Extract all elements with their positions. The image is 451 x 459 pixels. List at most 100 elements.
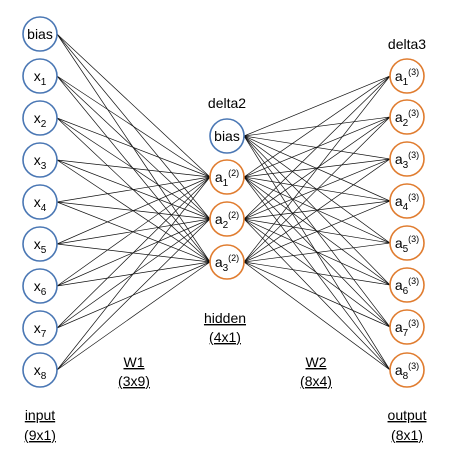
output-node-a8: a8(3) [389, 352, 425, 388]
input-node-x5-label: x5 [34, 236, 47, 256]
input-node-x5-circle [22, 226, 58, 262]
w2-dims: (8x4) [300, 373, 332, 389]
input-node-x4: x4 [22, 184, 58, 220]
edge-hidden-2-output-6 [243, 218, 391, 328]
output-node-a1-label: a1(3) [395, 67, 419, 88]
input-node-x2-circle [22, 100, 58, 136]
input-node-x7-label: x7 [34, 320, 47, 340]
edge-input-8-hidden-3 [56, 261, 211, 371]
edge-hidden-3-output-4 [243, 242, 391, 263]
output-node-a2: a2(3) [389, 99, 425, 135]
input-node-x3-circle [22, 142, 58, 178]
hidden-layer-label: hidden [204, 310, 246, 326]
output-node-a4: a4(3) [389, 183, 425, 219]
edge-hidden-3-output-3 [243, 200, 391, 263]
output-node-a2-label: a2(3) [395, 108, 419, 129]
input-node-x6: x6 [22, 268, 58, 304]
edge-hidden-2-output-2 [243, 158, 391, 220]
edge-input-1-hidden-3 [56, 75, 211, 263]
output-node-a3-circle [389, 141, 425, 177]
connection-edges [56, 33, 391, 371]
edge-input-5-hidden-1 [56, 176, 211, 245]
output-node-a1: a1(3) [389, 58, 425, 94]
edge-hidden-2-output-4 [243, 218, 391, 244]
input-node-x7-circle [22, 310, 58, 346]
output-node-a7-circle [389, 309, 425, 345]
output-node-a6-circle [389, 267, 425, 303]
input-node-x3: x3 [22, 142, 58, 178]
output-node-a6: a6(3) [389, 267, 425, 303]
output-node-a2-circle [389, 99, 425, 135]
input-node-x8-label: x8 [34, 362, 47, 382]
hidden-node-a2-label: a2(2) [215, 210, 239, 231]
input-node-x5: x5 [22, 226, 58, 262]
w2-label: W2 [306, 354, 327, 370]
edge-input-3-hidden-1 [56, 159, 211, 178]
network-nodes: biasx1x2x3x4x5x6x7x8biasa1(2)a2(2)a3(2)a… [22, 16, 425, 388]
edge-hidden-1-output-0 [243, 75, 391, 178]
edge-input-5-hidden-3 [56, 243, 211, 263]
input-layer-dims: (9x1) [24, 427, 56, 443]
edge-hidden-2-output-5 [243, 218, 391, 286]
hidden-bias-node-label: bias [214, 128, 240, 144]
input-node-x7: x7 [22, 310, 58, 346]
hidden-bias-node-circle [209, 118, 245, 154]
hidden-node-a2: a2(2) [209, 201, 245, 237]
output-node-a5: a5(3) [389, 225, 425, 261]
output-node-a3-label: a3(3) [395, 150, 419, 171]
edge-hidden-3-output-2 [243, 158, 391, 263]
input-layer-label: input [25, 407, 55, 423]
input-node-x2: x2 [22, 100, 58, 136]
hidden-node-a2-circle [209, 201, 245, 237]
output-node-a7-label: a7(3) [395, 318, 419, 339]
input-node-x4-circle [22, 184, 58, 220]
edge-hidden-2-output-0 [243, 75, 391, 220]
output-node-a8-circle [389, 352, 425, 388]
input-node-x2-label: x2 [34, 110, 47, 130]
output-layer-heading: delta3 [388, 36, 426, 52]
input-node-x6-circle [22, 268, 58, 304]
input-node-x1: x1 [22, 58, 58, 94]
input-node-x4-label: x4 [34, 194, 47, 214]
hidden-node-a1: a1(2) [209, 159, 245, 195]
edge-hidden-3-output-0 [243, 75, 391, 263]
input-node-x1-label: x1 [34, 68, 47, 88]
edge-hidden-3-output-1 [243, 116, 391, 263]
edge-hidden-3-output-7 [243, 261, 391, 371]
edge-input-7-hidden-3 [56, 261, 211, 329]
edge-hidden-0-output-7 [243, 135, 391, 371]
input-node-x8: x8 [22, 352, 58, 388]
hidden-node-a3-circle [209, 244, 245, 280]
edge-hidden-2-output-3 [243, 200, 391, 220]
input-bias-node-circle [22, 16, 58, 52]
input-node-x1-circle [22, 58, 58, 94]
edge-hidden-3-output-5 [243, 261, 391, 286]
edge-input-2-hidden-3 [56, 117, 211, 263]
edge-input-7-hidden-1 [56, 176, 211, 329]
edge-hidden-3-output-6 [243, 261, 391, 328]
output-node-a4-label: a4(3) [395, 192, 419, 213]
edge-input-1-hidden-1 [56, 75, 211, 178]
edge-input-4-hidden-3 [56, 201, 211, 263]
input-node-x8-circle [22, 352, 58, 388]
hidden-node-a1-circle [209, 159, 245, 195]
edge-hidden-1-output-1 [243, 116, 391, 178]
output-node-a3: a3(3) [389, 141, 425, 177]
output-node-a1-circle [389, 58, 425, 94]
output-node-a5-circle [389, 225, 425, 261]
input-bias-node: bias [22, 16, 58, 52]
output-node-a6-label: a6(3) [395, 276, 419, 297]
edge-hidden-2-output-1 [243, 116, 391, 220]
hidden-node-a1-label: a1(2) [215, 168, 239, 189]
output-layer-dims: (8x1) [391, 427, 423, 443]
output-node-a7: a7(3) [389, 309, 425, 345]
hidden-layer-heading: delta2 [208, 95, 246, 111]
edge-input-2-hidden-1 [56, 117, 211, 178]
edge-input-4-hidden-1 [56, 176, 211, 203]
edge-input-6-hidden-1 [56, 176, 211, 287]
edge-input-8-hidden-1 [56, 176, 211, 371]
w1-label: W1 [124, 354, 145, 370]
edge-input-3-hidden-3 [56, 159, 211, 263]
output-layer-label: output [388, 407, 427, 423]
